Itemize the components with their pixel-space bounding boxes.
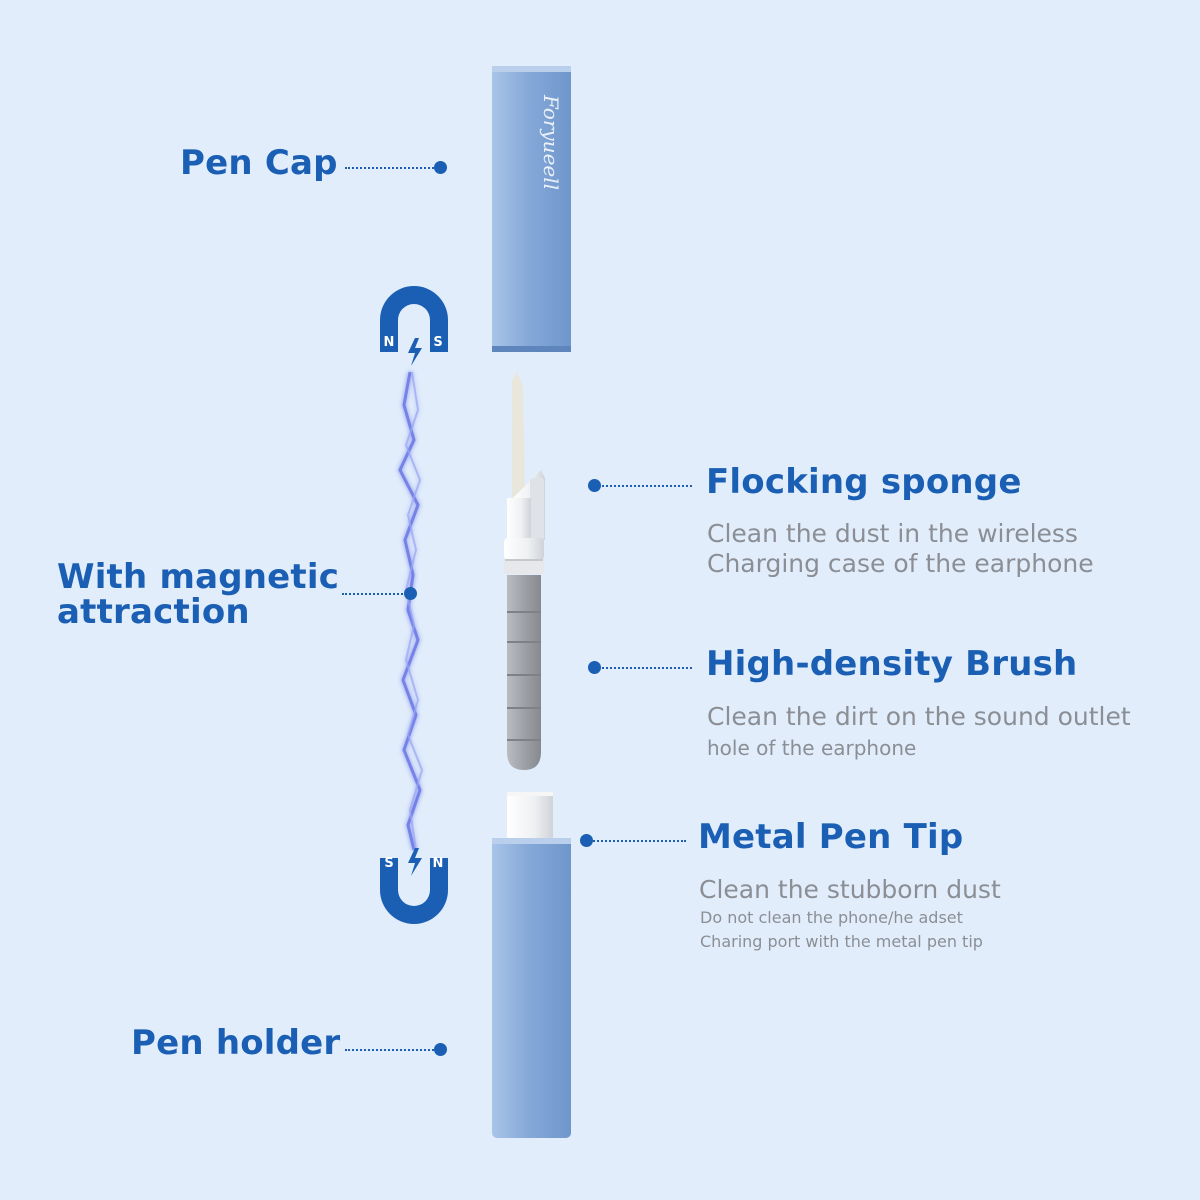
brush-leader [598, 667, 692, 669]
flocking-title: Flocking sponge [706, 462, 1022, 502]
pen-cap-leader [345, 167, 437, 169]
pen-cap-label: Pen Cap [180, 143, 338, 183]
magnet-top-icon [380, 286, 448, 366]
magnetic-leader [342, 593, 407, 595]
pole-top-left: N [383, 335, 395, 350]
tip-note-line1: Do not clean the phone/he adset [700, 908, 963, 927]
brand-logo: Foryueell [539, 95, 563, 191]
tip-dot [580, 834, 593, 847]
flocking-dot [588, 479, 601, 492]
pen-cap-dot [434, 161, 447, 174]
tip-desc-line1: Clean the stubborn dust [699, 875, 1001, 904]
tip-note-line2: Charing port with the metal pen tip [700, 932, 983, 951]
brush-title: High-density Brush [706, 644, 1078, 684]
brush-desc-line1: Clean the dirt on the sound outlet [707, 702, 1131, 731]
pen-holder-label: Pen holder [131, 1023, 341, 1063]
magnetic-label-line1: With magnetic [57, 557, 340, 597]
pen-holder-leader [345, 1049, 437, 1051]
high-density-brush [507, 575, 541, 770]
flocking-desc-line1: Clean the dust in the wireless [707, 519, 1078, 548]
magnet-bottom-icon [380, 848, 448, 924]
tip-leader [590, 840, 686, 842]
magnetic-dot [404, 587, 417, 600]
metal-pen-tip [507, 792, 553, 840]
brush-desc-line2: hole of the earphone [707, 736, 917, 760]
brush-dot [588, 661, 601, 674]
pen-cap-body [492, 66, 571, 352]
magnetic-lightning [398, 371, 424, 851]
pen-holder-dot [434, 1043, 447, 1056]
magnetic-label-line2: attraction [57, 592, 250, 632]
pole-top-right: S [433, 335, 443, 350]
flocking-leader [598, 485, 692, 487]
tip-title: Metal Pen Tip [698, 817, 964, 857]
pole-bottom-left: S [384, 856, 394, 871]
pole-bottom-right: N [432, 856, 444, 871]
pen-holder-body [492, 838, 571, 1138]
flocking-desc-line2: Charging case of the earphone [707, 549, 1094, 578]
flocking-sponge-tip [504, 372, 545, 574]
